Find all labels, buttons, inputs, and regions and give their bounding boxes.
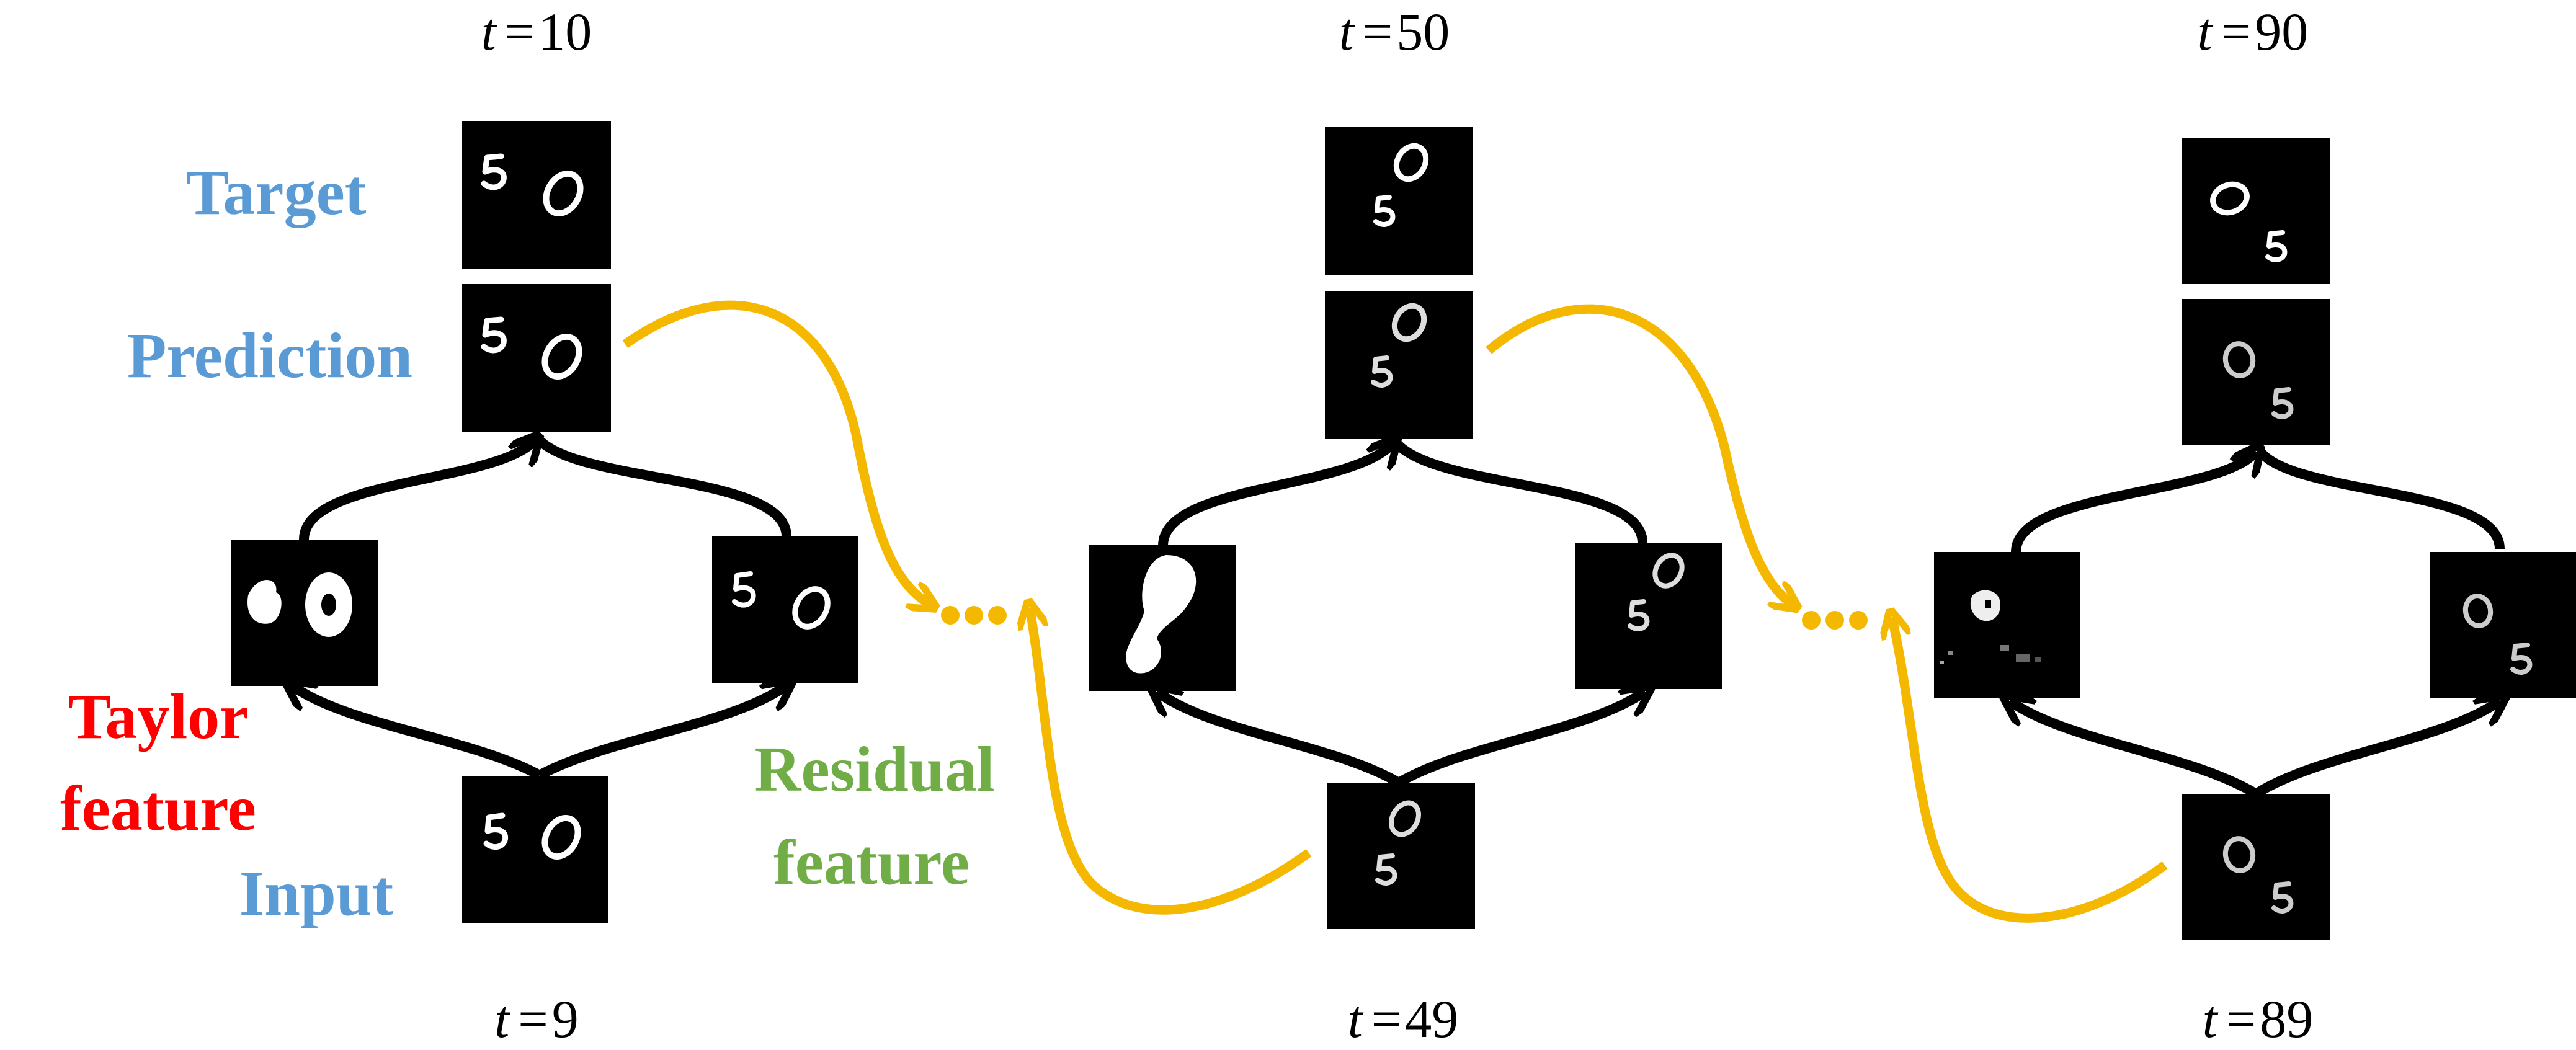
group-2-bottom-time: t=49 (1348, 989, 1458, 1047)
label-input: Input (239, 858, 394, 929)
arrow-residual-to-prediction-3 (2256, 448, 2505, 549)
label-taylor-line2: feature (60, 773, 256, 844)
arrow-input-to-residual (537, 685, 787, 780)
label-prediction: Prediction (127, 320, 412, 391)
group-3-target-tile (2182, 138, 2330, 284)
residual-arrow-in-3 (1892, 617, 2168, 923)
group-2-target-tile (1325, 127, 1473, 275)
group-1-residual-tile (712, 536, 858, 683)
label-target: Target (186, 157, 367, 228)
group-1-prediction-tile (462, 284, 611, 432)
group-1-top-time: t=10 (481, 2, 592, 61)
group-1-target-tile (462, 121, 611, 269)
group-3-taylor-tile (1934, 552, 2080, 698)
residual-arrow-out-2 (1486, 304, 1793, 605)
group-1-taylor-tile (231, 540, 378, 686)
group-3-residual-tile (2430, 552, 2576, 698)
arrow-input-to-taylor (292, 685, 542, 780)
arrow-input-to-residual-3 (2253, 701, 2500, 798)
label-taylor-line1: Taylor (68, 681, 249, 752)
arrow-input-to-residual-2 (1396, 692, 1645, 787)
arrow-input-to-taylor-2 (1157, 692, 1402, 787)
group-1-bottom-time: t=9 (494, 989, 578, 1047)
arrow-taylor-to-prediction-2 (1158, 443, 1393, 546)
group-3-top-time: t=90 (2198, 2, 2308, 61)
label-residual-line2: feature (773, 827, 969, 898)
residual-arrow-in-2 (1030, 608, 1312, 915)
group-2-taylor-tile (1089, 545, 1236, 691)
group-3: t=90 t=89 (1892, 2, 2576, 1049)
label-residual-line1: Residual (754, 734, 994, 805)
arrow-residual-to-prediction-2 (1393, 440, 1647, 543)
ellipsis-2 (1802, 611, 1868, 630)
group-2-top-time: t=50 (1339, 2, 1450, 61)
arrow-taylor-to-prediction-3 (2011, 452, 2256, 553)
group-2-residual-tile (1575, 543, 1722, 689)
ellipsis-1 (941, 606, 1007, 625)
group-2-prediction-tile (1325, 291, 1473, 439)
arrow-residual-to-prediction (536, 437, 791, 537)
group-2-input-tile (1327, 783, 1475, 929)
residual-arrow-out-1 (622, 300, 930, 605)
group-1: t=10 t=9 (231, 2, 930, 1049)
group-1-input-tile (462, 776, 608, 923)
group-2: t=50 t=49 (1030, 2, 1793, 1049)
arrow-input-to-taylor-3 (2010, 701, 2259, 798)
group-3-prediction-tile (2182, 299, 2330, 445)
group-3-bottom-time: t=89 (2203, 989, 2313, 1047)
group-3-input-tile (2182, 794, 2330, 940)
arrow-taylor-to-prediction (299, 440, 535, 540)
